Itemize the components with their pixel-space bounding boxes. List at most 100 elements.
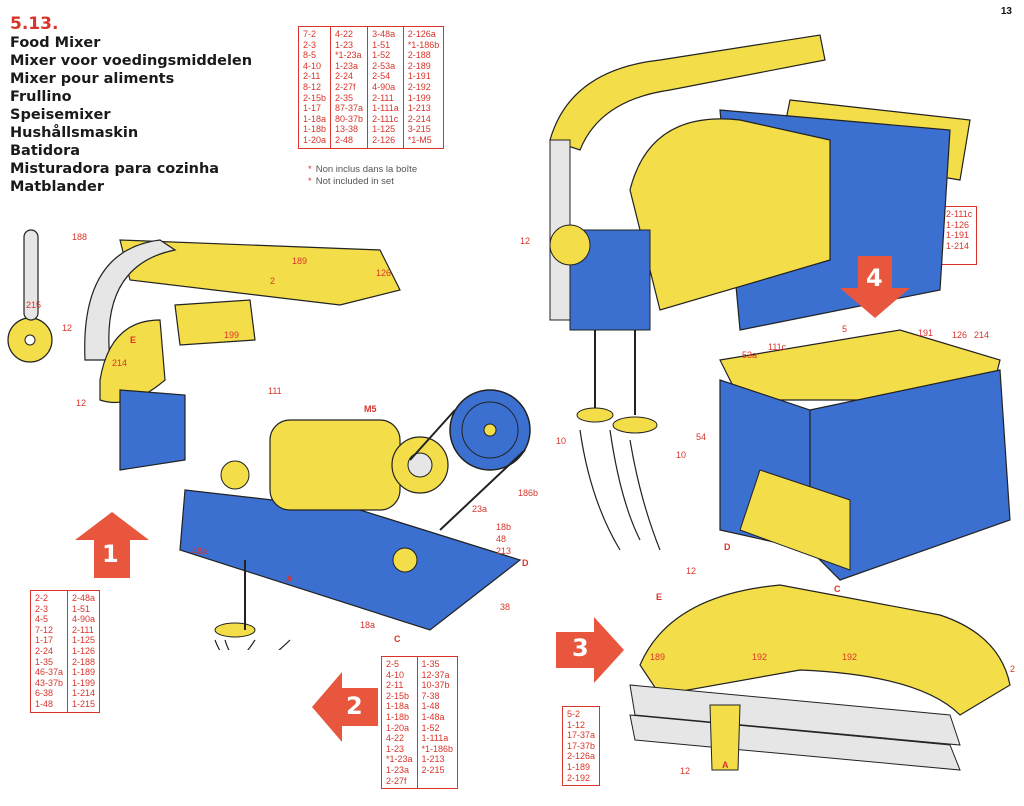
parts-entry: 1-48 [35,698,54,709]
curved-yellow-cover [629,118,831,311]
callout-e: E [130,335,137,345]
step-number-3: 3 [572,634,589,662]
callout-188: 188 [72,232,88,242]
parts-entry: 1-23 [335,39,354,50]
wheel-front [392,547,418,573]
parts-entry: 1-52 [421,722,440,733]
parts-entry: 6-38 [35,688,54,699]
parts-entry: 2-2 [35,593,49,603]
parts-entry: 2-35 [335,92,354,103]
parts-entry: 2-11 [303,71,321,82]
parts-entry: 1-213 [421,754,445,765]
pulley-beater-b [612,416,658,434]
callout-2: 2 [1010,664,1016,674]
parts-entry: 8-12 [303,81,322,92]
callout-54: 54 [696,432,707,442]
callout-189: 189 [650,652,666,662]
parts-entry: 2-192 [407,81,431,92]
parts-entry: 1-125 [372,124,396,135]
parts-entry: 2-24 [335,71,354,82]
callout-12: 12 [520,236,531,246]
step3-bracket [709,704,741,771]
parts-entry: 1-111a [372,103,399,114]
parts-entry: 87-37a [335,103,364,114]
callout-213: 213 [496,546,512,556]
parts-entry: 1-215 [72,698,96,709]
parts-entry: 1-35 [35,656,54,667]
parts-entry: *1-23a [386,754,413,765]
blue-side-plate [119,389,186,471]
drive-belt [409,409,526,531]
callout-214: 214 [112,358,128,368]
model-heading: 5.13. Food Mixer Mixer voor voedingsmidd… [10,14,252,196]
parts-entry: 1-214 [72,688,96,699]
parts-entry: 1-20a [386,722,410,733]
parts-entry: 2-48a [72,593,96,603]
callout-126: 126 [376,268,392,278]
title-it: Frullino [10,89,72,105]
title-en: Food Mixer [10,35,101,51]
parts-entry: 2-3 [303,39,317,50]
parts-entry: 4-5 [35,614,49,625]
parts-entry: 2-24 [35,645,54,656]
parts-entry: 2-111c [372,113,399,124]
parts-entry: 2-188 [72,656,96,667]
parts-entry: 1-191 [407,71,431,82]
step3-curved-plates-illustration [629,584,1011,771]
parts-entry: 13-38 [335,124,359,135]
callout-a: A [286,574,293,584]
parts-entry: 1-51 [372,39,391,50]
parts-entry: 1-199 [72,677,96,688]
parts-entry: *1-23a [335,50,362,61]
parts-entry: 2-188 [407,50,431,61]
parts-entry: 1-18a [386,701,410,712]
callout-111c: 111c [768,342,787,352]
callout-18b: 18b [496,522,512,532]
callout-48: 48 [496,534,507,544]
parts-entry: 2-215 [421,764,445,775]
beater-whisk-left [214,639,291,650]
callout-d: D [724,542,731,552]
title-pt: Misturadora para cozinha [10,161,220,177]
title-es: Batidora [10,143,81,159]
parts-entry: 1-189 [72,667,96,678]
pulley-top [549,224,591,266]
parts-entry: 1-23a [386,764,410,775]
callout-5: 5 [842,324,848,334]
parts-entry: 1-17 [35,635,54,646]
parts-entry: 4-22 [335,29,354,39]
curved-plate-214 [99,319,166,404]
parts-entry: 7-38 [421,690,440,701]
title-de: Speisemixer [10,107,111,123]
legend-row: *Non inclus dans la boîte [308,164,418,175]
legend-row: *Not included in set [308,176,394,187]
parts-entry: *1-186b [407,39,440,50]
parts-entry: 1-51 [72,603,91,614]
parts-entry: 4-90a [372,81,396,92]
parts-entry: *1-186b [421,743,454,754]
parts-entry: 1-17 [303,103,322,114]
assembly-illustration-main [7,229,531,650]
callout-12: 12 [680,766,691,776]
parts-entry: 2-15b [303,92,327,103]
parts-entry: 4-10 [386,669,405,680]
flexible-plate-199 [174,299,256,346]
step4-inner-yellow [739,469,851,571]
callout-a: A [722,760,729,770]
parts-entry: 1-126 [946,219,970,230]
callout-23a: 23a [472,504,488,514]
parts-entry: 2-111 [372,92,394,103]
step-number-2: 2 [346,692,363,720]
callout-10: 10 [676,450,687,460]
parts-entry: 1-35 [421,659,440,669]
parts-entry: 3-48a [372,29,396,39]
wheel-mid [220,460,250,490]
parts-entry: 1-52 [372,50,391,61]
callout-111: 111 [268,386,282,396]
